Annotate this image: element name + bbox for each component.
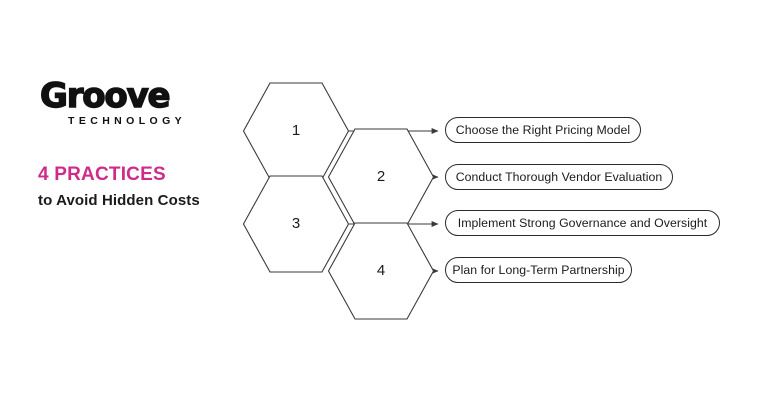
hexagon-number-1: 1 — [291, 122, 301, 139]
connectors — [349, 128, 439, 274]
headline-primary: 4 PRACTICES — [38, 164, 166, 185]
headline-secondary: to Avoid Hidden Costs — [38, 192, 200, 209]
hexagon-number-3: 3 — [291, 215, 301, 232]
hexagon-number-4: 4 — [376, 262, 386, 279]
logo-subtitle: TECHNOLOGY — [68, 115, 187, 127]
brand-panel: Groove TECHNOLOGY 4 PRACTICES to Avoid H… — [38, 76, 238, 211]
practice-label-3[interactable]: Implement Strong Governance and Oversigh… — [445, 210, 720, 236]
hexagon-number-2: 2 — [376, 168, 386, 185]
practice-label-4[interactable]: Plan for Long-Term Partnership — [445, 257, 632, 283]
hexagons — [242, 82, 435, 320]
practice-label-2[interactable]: Conduct Thorough Vendor Evaluation — [445, 164, 673, 190]
logo-wordmark: Groove — [39, 76, 171, 116]
groove-technology-logo: Groove TECHNOLOGY — [38, 76, 187, 136]
practice-label-1[interactable]: Choose the Right Pricing Model — [445, 117, 641, 143]
headline-block: 4 PRACTICES to Avoid Hidden Costs — [38, 164, 238, 211]
